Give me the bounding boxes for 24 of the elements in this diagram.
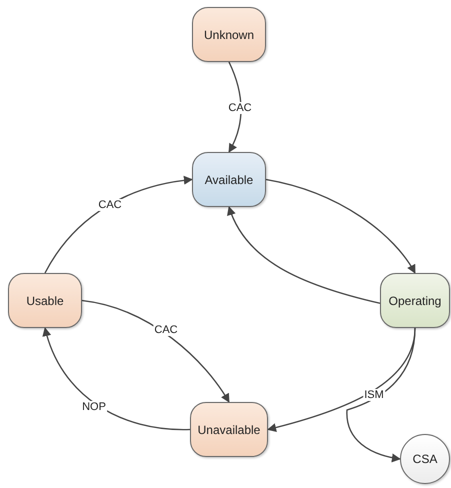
transition-arrow xyxy=(228,206,380,304)
transition-arrow xyxy=(228,62,242,153)
state-name: Usable xyxy=(26,294,64,308)
state-name: Available xyxy=(204,172,254,186)
transition-arrow xyxy=(44,176,193,274)
transition-arrow xyxy=(82,300,230,403)
state-circle xyxy=(400,434,450,484)
transition-arrow xyxy=(266,178,416,274)
transition-arrow xyxy=(42,327,190,430)
edge-label: CAC xyxy=(227,102,253,114)
edge-label: ISM xyxy=(363,389,385,401)
state-name: Unavailable xyxy=(198,422,260,436)
state-box xyxy=(192,7,266,62)
edge-label: CAC xyxy=(153,324,179,336)
state-box xyxy=(192,152,266,207)
transition-arrow xyxy=(346,328,416,462)
state-name: CSA xyxy=(412,452,438,466)
state-box xyxy=(190,402,268,457)
state-box xyxy=(380,273,450,328)
state-name: Unknown xyxy=(204,28,254,42)
edge-label: NOP xyxy=(81,401,107,413)
state-box xyxy=(8,273,82,328)
state-name: Operating xyxy=(388,294,442,308)
edge-label: CAC xyxy=(97,199,123,211)
